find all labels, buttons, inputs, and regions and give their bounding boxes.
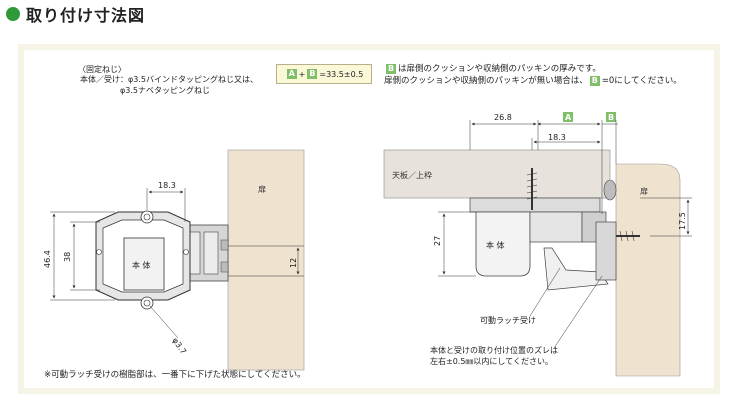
right-door-panel bbox=[615, 163, 681, 377]
left-door-panel bbox=[227, 149, 305, 371]
note-line-2-pre: 扉側のクッションや収納側のパッキンが無い場合は、 bbox=[384, 76, 588, 86]
bullet-circle-icon bbox=[6, 7, 20, 21]
left-body-label: 本 体 bbox=[132, 260, 151, 270]
left-dim-phi: φ3.7 bbox=[149, 305, 188, 356]
right-screw-top bbox=[526, 168, 538, 210]
page-title-block: 取り付け寸法図 bbox=[6, 3, 145, 25]
right-dim-ab: A B bbox=[537, 112, 618, 214]
right-dim-26-8: 26.8 bbox=[469, 113, 539, 150]
left-dim-46-4-text: 46.4 bbox=[43, 250, 52, 268]
right-door-label: 扉 bbox=[640, 186, 648, 196]
formula-plus: + bbox=[298, 69, 306, 79]
screw-line-2: φ3.5ナベタッピングねじ bbox=[120, 86, 210, 95]
right-latch-receiver bbox=[543, 221, 640, 291]
note-line-2: 扉側のクッションや収納側のパッキンが無い場合は、B=0にしてください。 bbox=[384, 76, 682, 87]
left-dim-18-3-text: 18.3 bbox=[158, 181, 176, 190]
left-dim-12: 12 bbox=[228, 245, 304, 277]
badge-a: A bbox=[286, 69, 297, 79]
left-door-label: 扉 bbox=[258, 184, 266, 194]
right-dim-26-8-text: 26.8 bbox=[494, 113, 512, 122]
right-dim-18-3-text: 18.3 bbox=[548, 133, 566, 142]
left-dim-18-3: 18.3 bbox=[146, 181, 186, 222]
right-body-label: 本 体 bbox=[486, 240, 505, 250]
right-label-b: B bbox=[608, 113, 614, 122]
note-badge-b2: B bbox=[589, 76, 600, 86]
align-leader-line bbox=[553, 275, 603, 349]
right-dim-17-5: 17.5 bbox=[640, 197, 692, 237]
note-badge-b1: B bbox=[386, 64, 396, 74]
right-dim-18-3: 18.3 bbox=[531, 133, 601, 150]
footnote: ※可動ラッチ受けの樹脂部は、一番下に下げた状態にしてください。 bbox=[44, 370, 306, 380]
formula-value: =33.5±0.5 bbox=[319, 69, 364, 79]
left-dim-38-text: 38 bbox=[63, 252, 72, 262]
left-dim-46-4: 46.4 bbox=[43, 211, 115, 301]
note-line-2-post: =0にしてください。 bbox=[601, 76, 682, 86]
latch-leader-line bbox=[529, 267, 561, 317]
top-board bbox=[383, 149, 611, 199]
left-dim-38: 38 bbox=[63, 221, 100, 291]
align-note-1: 本体と受けの取り付け位置のズレは bbox=[430, 346, 558, 355]
right-label-a: A bbox=[565, 113, 572, 122]
formula-box: A + B =33.5±0.5 bbox=[276, 64, 372, 84]
right-dim-27-text: 27 bbox=[433, 236, 442, 246]
right-dim-27: 27 bbox=[433, 211, 476, 277]
screw-header: 〈固定ねじ〉 bbox=[78, 65, 126, 74]
note-line-1-text: は扉側のクッションや収納側のパッキンの厚みです。 bbox=[398, 64, 601, 74]
right-latch-label: 可動ラッチ受け bbox=[480, 315, 536, 325]
align-note-2: 左右±0.5㎜以内にしてください。 bbox=[430, 357, 553, 366]
screw-line-1: 本体／受け：φ3.5バインドタッピングねじ又は、 bbox=[80, 75, 258, 84]
left-dim-12-text: 12 bbox=[289, 258, 298, 268]
right-body: 本 体 bbox=[469, 179, 617, 277]
right-dim-17-5-text: 17.5 bbox=[678, 212, 687, 230]
badge-b: B bbox=[307, 69, 318, 79]
left-dim-phi-text: φ3.7 bbox=[170, 336, 188, 356]
left-body-plate: 本 体 bbox=[95, 210, 191, 310]
page-title: 取り付け寸法図 bbox=[26, 6, 146, 25]
top-board-label: 天板／上枠 bbox=[392, 170, 432, 180]
